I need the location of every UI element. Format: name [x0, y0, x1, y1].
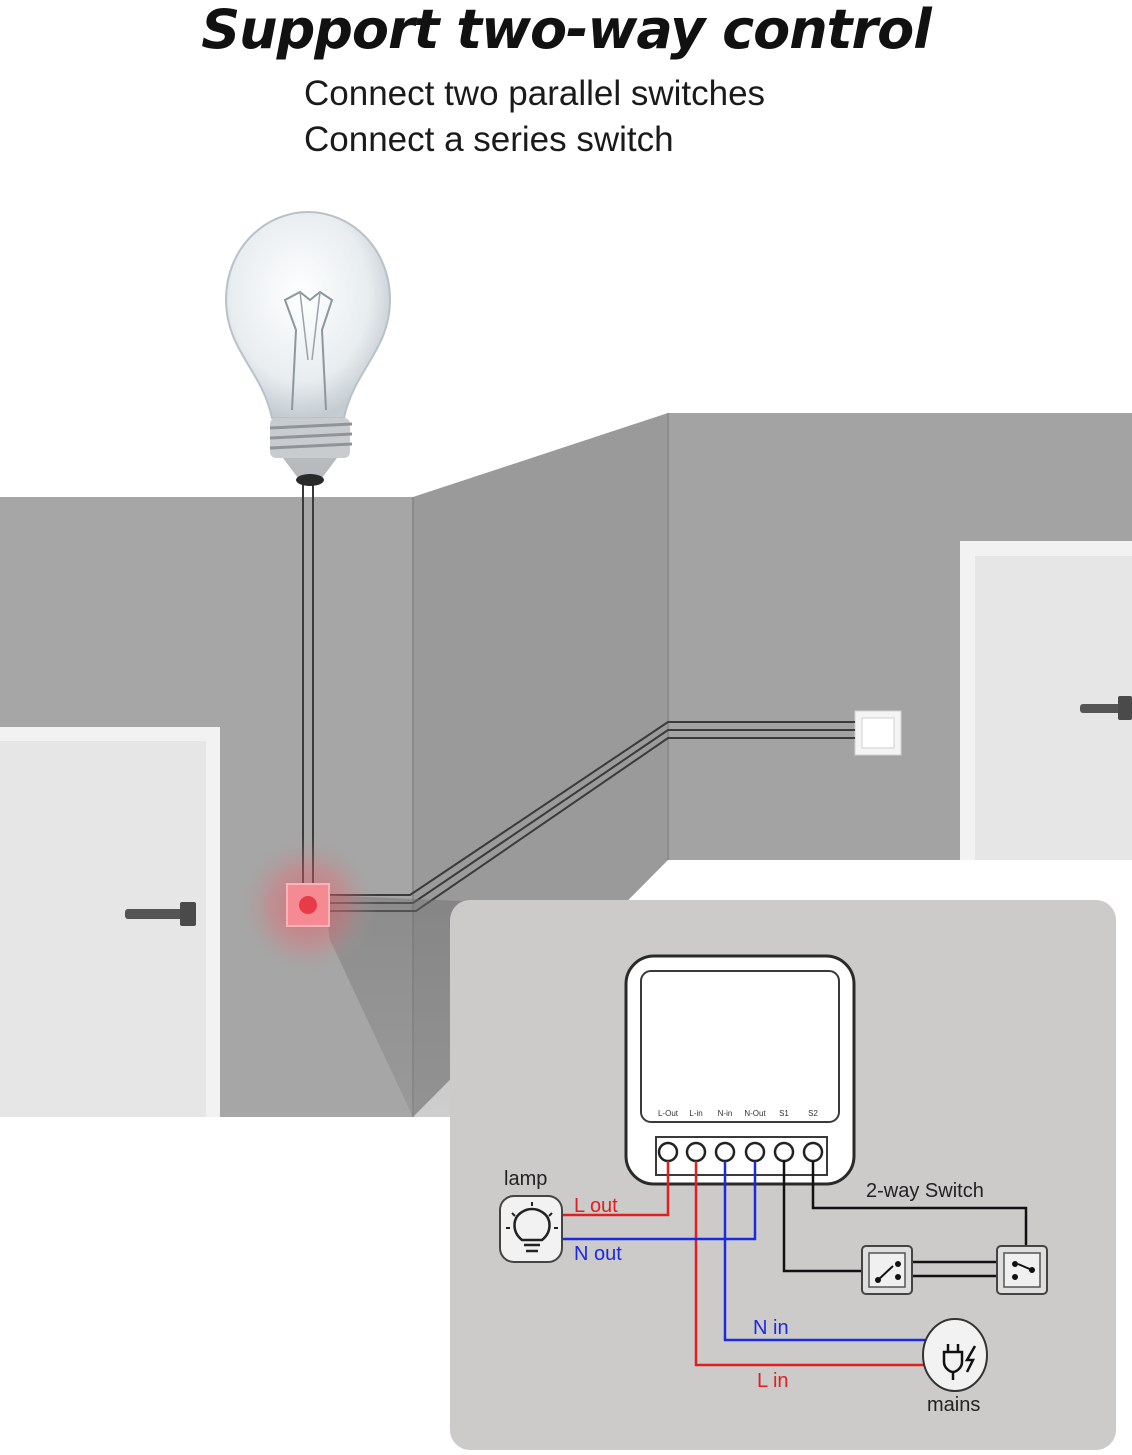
door-handle-icon [125, 909, 195, 919]
mains-label: mains [927, 1394, 980, 1416]
subtitle-line-1: Connect two parallel switches [304, 74, 766, 113]
terminal-label-l-out: L-Out [658, 1109, 679, 1118]
wall-switch [854, 710, 902, 756]
n-out-label: N out [574, 1243, 622, 1265]
two-way-switch-icon [996, 1245, 1048, 1295]
terminal-label-l-in: L-in [689, 1109, 702, 1118]
subtitle-line-2: Connect a series switch [304, 120, 674, 159]
l-in-label: L in [757, 1370, 789, 1392]
terminal-label-n-out: N-Out [744, 1109, 766, 1118]
smart-switch-module: L-Out L-in N-in N-Out S1 S2 [624, 954, 856, 1186]
left-door [0, 727, 220, 1117]
smart-module-indicator [238, 835, 378, 975]
lamp-label: lamp [504, 1168, 547, 1190]
two-way-switch-label: 2-way Switch [866, 1180, 984, 1202]
terminal-label-n-in: N-in [718, 1109, 733, 1118]
plug-icon [922, 1318, 988, 1392]
right-door [960, 541, 1132, 860]
panel-wiring [562, 1161, 1028, 1367]
l-out-label: L out [574, 1195, 618, 1217]
lamp-icon [499, 1195, 563, 1263]
page-title: Support two-way control [201, 0, 931, 61]
two-way-switch-icon [861, 1245, 913, 1295]
n-in-label: N in [753, 1317, 789, 1339]
light-bulb-icon [224, 210, 392, 486]
terminal-label-s2: S2 [808, 1109, 818, 1118]
terminal-label-s1: S1 [779, 1109, 789, 1118]
